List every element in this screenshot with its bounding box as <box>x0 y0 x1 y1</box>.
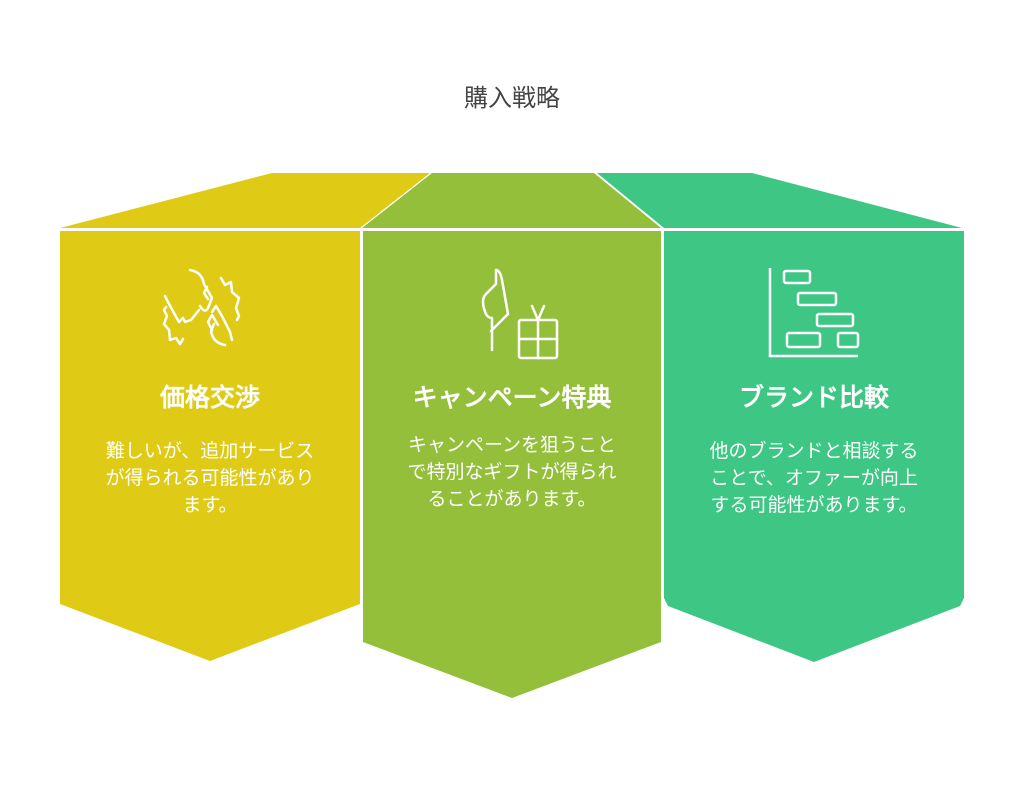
card-heading: キャンペーン特典 <box>412 383 612 412</box>
teal-roof <box>597 173 962 228</box>
bar-comparison-icon <box>768 268 860 358</box>
card-heading: ブランド比較 <box>738 383 889 412</box>
card-description: 難しいが、追加サービスが得られる可能性があります。 <box>105 440 315 516</box>
card-heading: 価格交渉 <box>159 383 260 412</box>
teal-card <box>664 231 964 662</box>
card-brand-comparison: ブランド比較 他のブランドと相談することで、オファーが向上する可能性があります。 <box>684 380 944 519</box>
card-campaign-bonus: キャンペーン特典 キャンペーンを狙うことで特別なギフトが得られることがあります。 <box>382 380 642 513</box>
tag-gift-icon <box>481 268 559 360</box>
yellow-roof <box>60 173 430 228</box>
green-roof <box>362 173 661 228</box>
handshake-icon <box>162 268 241 347</box>
card-description: キャンペーンを狙うことで特別なギフトが得られることがあります。 <box>407 434 617 510</box>
page-title: 購入戦略 <box>464 84 560 112</box>
green-card <box>363 231 661 698</box>
yellow-card <box>60 231 360 661</box>
card-description: 他のブランドと相談することで、オファーが向上する可能性があります。 <box>709 440 919 516</box>
card-price-negotiation: 価格交渉 難しいが、追加サービスが得られる可能性があります。 <box>80 380 340 519</box>
